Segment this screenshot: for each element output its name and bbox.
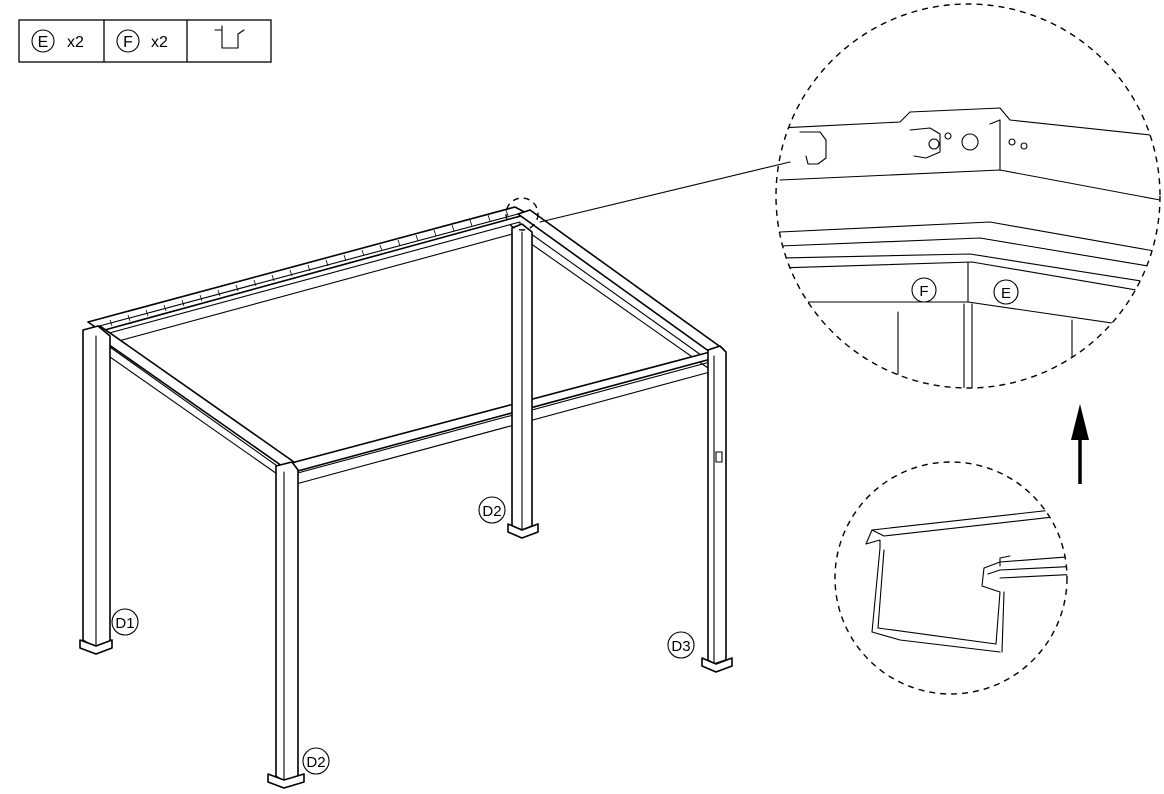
detail-leader-line [539,161,791,223]
detail-callout-e: E [993,279,1019,305]
svg-text:D3: D3 [671,638,690,655]
callout-d1: D1 [111,608,139,636]
svg-text:F: F [919,283,928,300]
part-e-badge: E x2 [31,29,84,53]
callout-d2-back: D2 [478,496,506,524]
svg-text:D2: D2 [306,754,325,771]
up-arrow-icon [1071,404,1089,484]
post-d2-back [507,223,539,539]
post-d2-front [267,461,305,789]
part-f-letter: F [123,34,133,51]
corner-marker [505,197,539,231]
part-e-qty: x2 [67,34,84,51]
svg-text:D2: D2 [482,503,501,520]
gutter-profile-icon [834,461,1068,695]
corner-joint-icon: F E [775,3,1161,389]
callout-d2-front: D2 [302,747,330,775]
callout-d3: D3 [667,631,695,659]
svg-text:E: E [1001,285,1011,302]
detail-callout-f: F [911,277,937,303]
bracket-profile-icon [214,25,245,49]
pergola-frame [79,161,791,789]
part-e-letter: E [38,34,49,51]
part-f-badge: F x2 [116,29,168,53]
svg-text:D1: D1 [115,615,134,632]
post-d1 [79,325,113,655]
part-f-qty: x2 [151,34,168,51]
post-d3 [701,345,733,673]
parts-box: E x2 F x2 [18,19,272,63]
